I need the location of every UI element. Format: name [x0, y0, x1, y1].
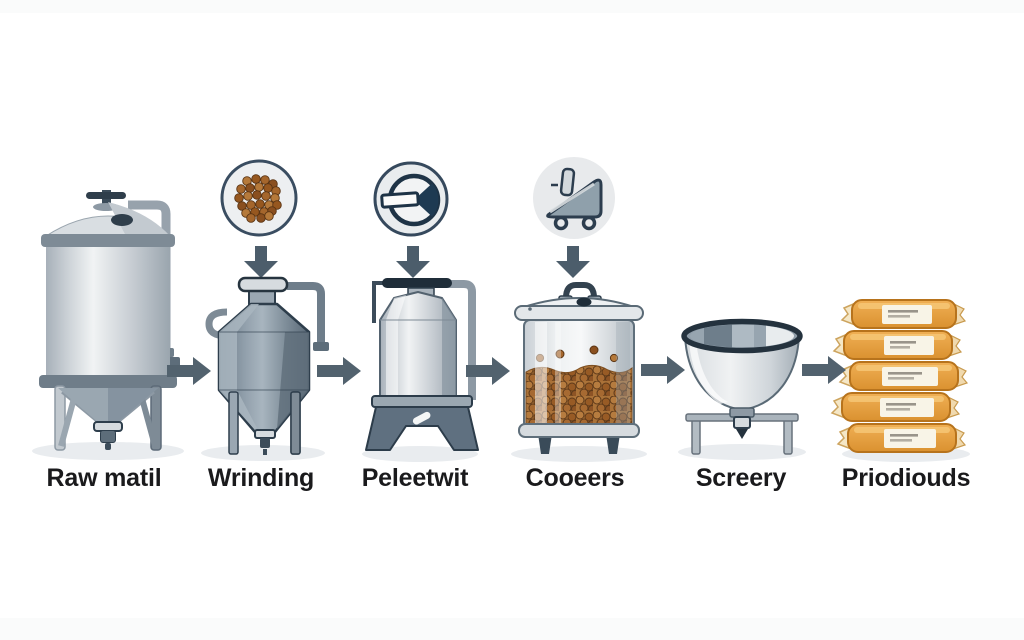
grinder-body [217, 302, 311, 434]
flow-arrow-icon [317, 357, 361, 385]
silo-shadow [32, 442, 184, 460]
stage-label-raw-material: Raw matil [46, 464, 162, 492]
cooling-cart-badge-icon [533, 157, 615, 239]
cooler-shadow [511, 446, 647, 462]
dial-knob [380, 191, 420, 209]
bag [832, 330, 963, 360]
base-slot [412, 411, 431, 425]
silo-body [46, 247, 170, 377]
stage-label-products: Priodiouds [841, 464, 971, 492]
screen-bowl [681, 318, 803, 412]
storage-silo-icon [32, 190, 184, 460]
cooler-legs [538, 434, 620, 454]
silo-dome-shade [108, 202, 170, 236]
bag [840, 299, 967, 329]
flow-arrow-icon [641, 356, 685, 384]
grinding-hopper-icon [201, 276, 329, 461]
screen-bowl-interior [690, 324, 794, 348]
down-arrow-icon [396, 246, 430, 278]
down-arrow-icon [244, 246, 278, 278]
bag [836, 423, 967, 453]
stage-label-pelleting: Peleetwit [361, 464, 469, 492]
silo-spout-valve [93, 421, 123, 450]
flow-arrow-icon [167, 357, 211, 385]
silo-bottom-rim [39, 375, 177, 388]
bottom-margin-band [0, 618, 1024, 640]
product-bags [830, 299, 969, 453]
stage-label-cooling: Cooeers [525, 464, 625, 492]
flow-arrow-icon [466, 357, 510, 385]
screen-stand [685, 413, 799, 455]
pellet-cooler-icon [511, 282, 647, 462]
silo-dome-vent [111, 214, 133, 226]
die-roller-badge-icon [373, 161, 449, 237]
cooler-lid [514, 282, 644, 321]
grinder-spout [254, 429, 276, 455]
flow-arrow-icon [802, 356, 846, 384]
bag [838, 361, 969, 391]
cart-glyph [546, 167, 603, 231]
grinder-legs [228, 391, 301, 455]
screen-shadow [678, 444, 806, 460]
pellet-mill-icon [362, 278, 479, 462]
mill-body [379, 291, 457, 399]
mill-return-pipe [446, 280, 476, 400]
grinder-top-cap [237, 276, 289, 305]
cooler-bottom-band [518, 423, 640, 438]
silo-cone-shade [108, 388, 158, 424]
stage-label-screening: Screery [695, 464, 787, 492]
feed-pellets-badge-icon [220, 159, 298, 237]
cooler-body-reflections [535, 322, 630, 428]
grinder-side-pipe [287, 282, 329, 351]
silo-top-rim [41, 234, 175, 247]
mill-base-stand [365, 395, 479, 451]
screening-hopper-icon [678, 318, 806, 460]
top-margin-band [0, 0, 1024, 13]
pellet-cluster [234, 174, 282, 223]
product-bag-stack-icon [830, 299, 970, 462]
bag [830, 392, 961, 422]
screen-spout [729, 407, 755, 439]
down-arrow-icon [556, 246, 590, 278]
stage-label-grinding: Wrinding [207, 464, 315, 492]
dial-wedge [414, 183, 439, 217]
